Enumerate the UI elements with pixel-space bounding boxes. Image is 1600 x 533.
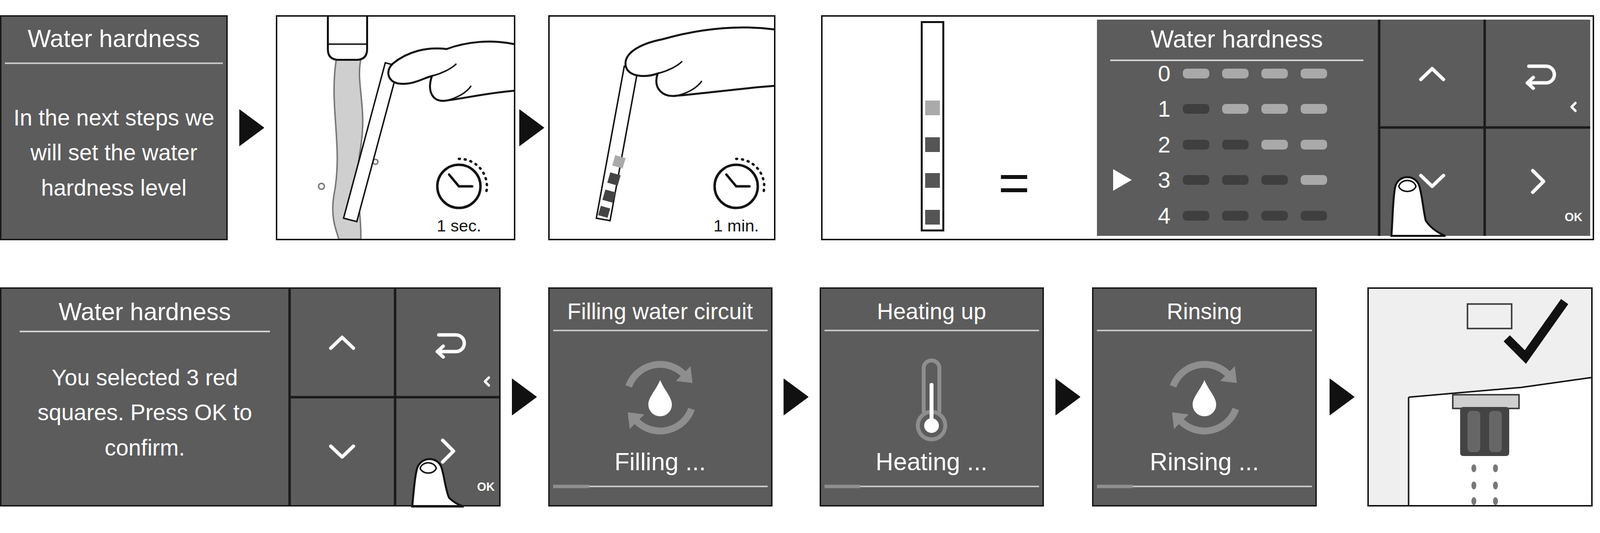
dip-strip-panel: 1 sec.	[275, 15, 516, 241]
read-strip-panel: 1 min.	[548, 15, 776, 241]
flow-arrow	[1330, 379, 1355, 416]
screen-title: Water hardness	[5, 24, 222, 54]
screen-title: Heating up	[822, 298, 1041, 326]
timer-label: 1 min.	[696, 215, 776, 237]
flow-arrow	[519, 109, 545, 147]
filling-screen: Filling water circuitFilling ...	[548, 287, 773, 507]
flow-arrow	[1055, 379, 1081, 416]
intro-screen: Water hardness In the next steps we will …	[0, 15, 228, 241]
equals-sign: =	[984, 155, 1044, 210]
progress-text: Filling ...	[557, 447, 764, 478]
screen-message: You selected 3 red squares. Press OK to …	[29, 360, 261, 466]
hardness-display: Water hardness 0 1 2 3 4 OK	[1096, 19, 1591, 237]
screen-title: Rinsing	[1095, 298, 1314, 326]
heating-screen: Heating up Heating ...	[819, 287, 1044, 507]
hardness-level: 3	[1150, 168, 1178, 192]
hardness-level: 0	[1150, 62, 1178, 85]
confirm-screen: Water hardnessYou selected 3 red squares…	[0, 287, 501, 507]
timer-label: 1 sec.	[419, 215, 499, 237]
rinsing-screen: RinsingRinsing ...	[1092, 287, 1317, 507]
screen-title: Water hardness	[17, 297, 273, 327]
hardness-level: 1	[1150, 97, 1178, 121]
machine-ready-panel	[1367, 287, 1593, 507]
screen-title: Water hardness	[1109, 24, 1365, 54]
flow-arrow	[512, 379, 537, 416]
ok-button-label: OK	[1558, 211, 1589, 224]
ok-button-label: OK	[471, 481, 501, 494]
screen-title: Filling water circuit	[551, 298, 770, 326]
flow-arrow	[239, 109, 265, 147]
flow-arrow	[783, 379, 809, 416]
hardness-level: 4	[1150, 204, 1178, 228]
screen-message: In the next steps we will set the water …	[5, 100, 222, 206]
hardness-level: 2	[1150, 133, 1178, 157]
hardness-setting-panel: = Water hardness 0 1 2 3 4 OK	[821, 15, 1595, 241]
progress-text: Heating ...	[828, 447, 1035, 478]
progress-text: Rinsing ...	[1101, 447, 1308, 478]
